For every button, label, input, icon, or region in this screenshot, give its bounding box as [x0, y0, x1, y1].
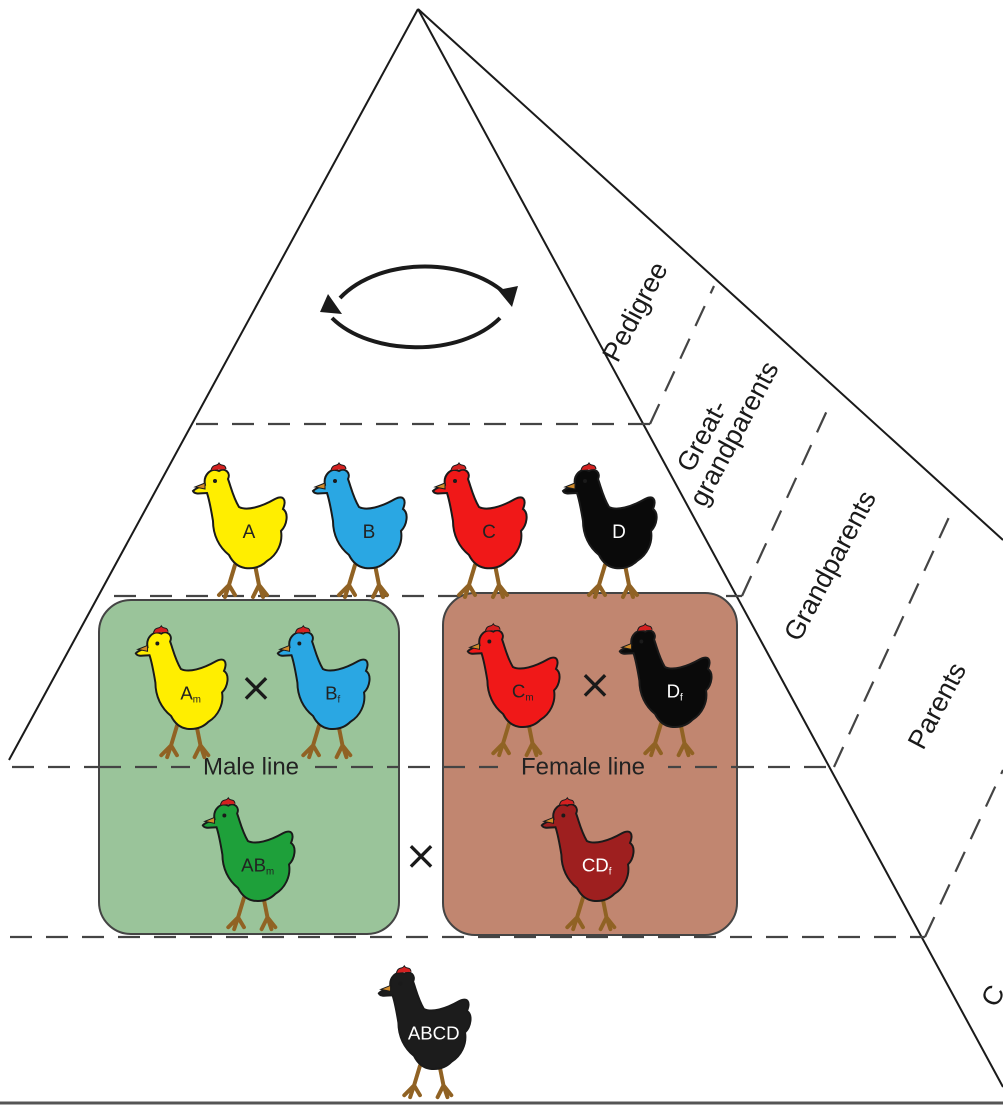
female-line-cross: × [578, 662, 612, 708]
bird-c: C [433, 463, 527, 597]
bird-cd-female-label: CDf [582, 854, 612, 877]
female-line-label: Female line [521, 753, 645, 780]
male-line-cross: × [239, 665, 273, 711]
bird-d: D [563, 463, 657, 597]
cycle-arrows-icon [320, 267, 518, 348]
tier-label-commercial: C [975, 980, 1003, 1011]
bird-d-label: D [612, 522, 626, 543]
bird-abcd: ABCD [379, 966, 471, 1097]
bird-c-label: C [482, 522, 496, 543]
tier-label-pedigree: Pedigree [596, 257, 673, 367]
male-line-label: Male line [203, 753, 299, 780]
bird-a-label: A [243, 522, 256, 543]
parents-cross: × [404, 833, 438, 879]
bird-a: A [193, 463, 287, 597]
bird-b: B [313, 463, 407, 597]
tier-label-parents: Parents [902, 658, 972, 754]
tier-label-grandparents: Grandparents [778, 486, 882, 646]
bird-b-label: B [363, 522, 376, 543]
bird-abcd-label: ABCD [408, 1022, 460, 1043]
